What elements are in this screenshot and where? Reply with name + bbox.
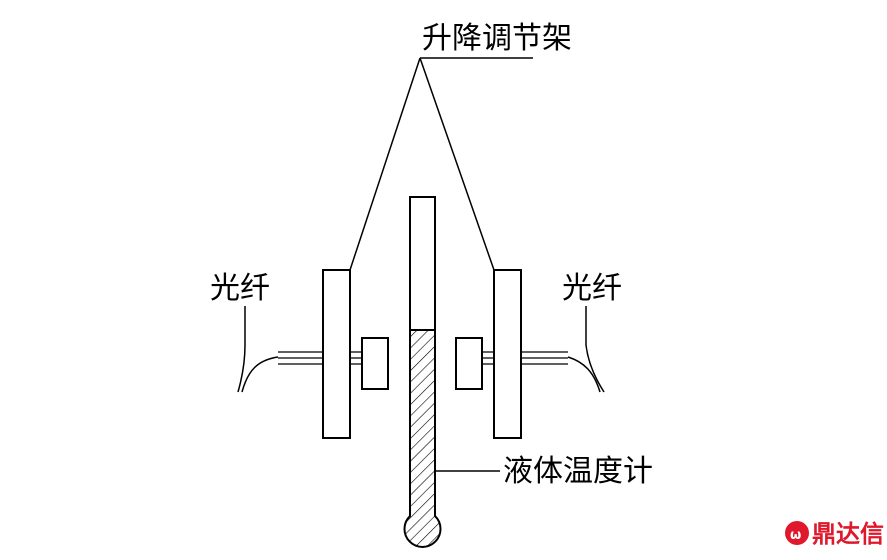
fiber-cable-left: [241, 356, 279, 393]
fiber-label-right: 光纤: [562, 271, 622, 306]
suspension-line-right: [419, 57, 495, 271]
lift-frame-label: 升降调节架: [422, 21, 572, 56]
thermometer-upper-tube: [409, 196, 436, 331]
left-sensor-block: [361, 337, 389, 390]
thermometer-liquid-column: [403, 329, 442, 548]
fiber-leader-right: [585, 306, 605, 393]
thermometer-label: 液体温度计: [503, 454, 653, 489]
fiber-leader-left: [237, 306, 246, 393]
liquid-thermometer: [403, 196, 442, 548]
watermark-logo: ω 鼎达信: [785, 520, 884, 548]
watermark-text: 鼎达信: [812, 520, 884, 548]
watermark-logo-glyph: ω: [790, 528, 801, 543]
watermark-logo-icon: [785, 521, 809, 545]
left-plate: [322, 269, 351, 439]
fiber-label-left: 光纤: [210, 271, 270, 306]
right-plate: [493, 269, 522, 439]
fiber-cable-right: [567, 356, 601, 393]
suspension-line-left: [349, 57, 421, 271]
right-sensor-block: [455, 337, 483, 390]
